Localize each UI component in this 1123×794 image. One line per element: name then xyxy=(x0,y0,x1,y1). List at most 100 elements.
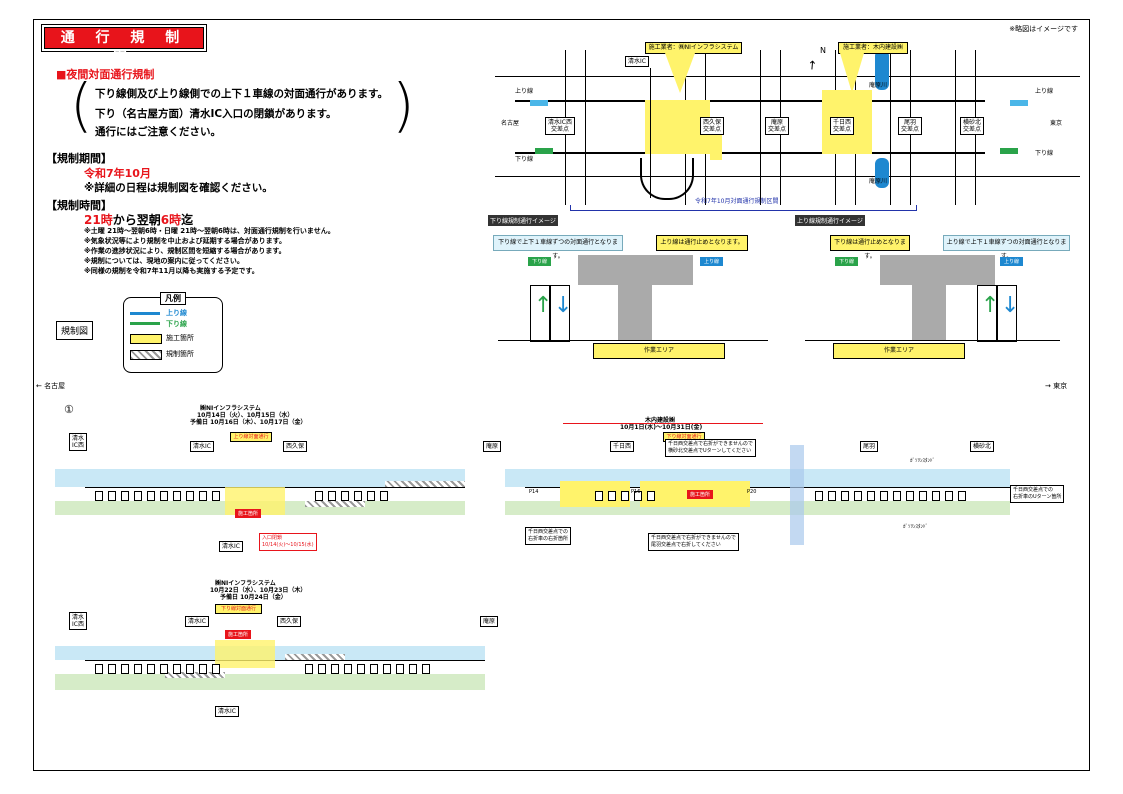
cross-section-left: 下り線規制通行イメージ 下り線で上下１車線ずつの対面通行となります。 上り線は通… xyxy=(488,215,778,365)
d1-work-label: 施工箇所 xyxy=(235,509,262,518)
d2-shimizu-ic-west: 清水 IC西 xyxy=(69,612,88,630)
legend-up-swatch xyxy=(130,312,160,315)
d1-p14: P14 xyxy=(529,489,539,495)
d1-shimizu-ic-west: 清水 IC西 xyxy=(69,433,88,451)
period-note: ※詳細の日程は規制図を確認ください。 xyxy=(84,182,273,194)
north-arrow-icon: ↗ xyxy=(803,56,821,74)
d2-pillars-b xyxy=(305,664,430,674)
d1-left-dates1: 10月14日（火）、10月15日（水） xyxy=(197,412,294,419)
cross-right-blue-arrow-icon: ↓ xyxy=(1001,293,1020,318)
period-heading: 【規制期間】 xyxy=(46,152,112,165)
info-line-3: 通行にはご注意ください。 xyxy=(95,126,221,138)
page-frame xyxy=(33,19,1090,771)
cross-section-right: 上り線規制通行イメージ 下り線は通行止めとなります。 上り線で上下１車線ずつの対… xyxy=(795,215,1085,365)
d2-title: ㈱NIインフラシステム xyxy=(215,580,276,587)
direction-right: → 東京 xyxy=(1045,382,1068,390)
legend-title: 凡例 xyxy=(160,292,186,305)
overview-ic-label: 清水IC xyxy=(625,56,649,67)
d1-left-title: ㈱NIインフラシステム xyxy=(200,405,261,412)
d1-gas-2: ｶﾞｿﾘﾝｽﾀﾝﾄﾞ xyxy=(903,524,929,530)
info-line-2: 下り（名古屋方面）清水IC入口の閉鎖があります。 xyxy=(95,108,337,120)
cross-left-blue-arrow-icon: ↓ xyxy=(554,293,573,318)
night-restriction-heading: ■夜間対面通行規制 xyxy=(56,68,155,81)
time-heading: 【規制時間】 xyxy=(46,199,112,212)
overview-map: 庵原川 庵原川 清水IC 施工業者：㈱NIインフラシステム 施工業者：木内建設㈱… xyxy=(495,40,1080,215)
cross-left-up-tag: 上り線 xyxy=(700,257,724,266)
intersection-label-2: 西久保 交差点 xyxy=(700,117,725,135)
d1-note-bottom: 千日西交差点で右折ができませんので 尾羽交差点で右折してください xyxy=(648,533,739,551)
d1-note-left: 千日西交差点での 右折車の右折箇所 xyxy=(525,527,572,545)
d2-dates2: 予備日 10月24日（金） xyxy=(220,594,287,601)
contractor-2-pointer xyxy=(840,53,864,93)
nagoya-direction-label: 名古屋 xyxy=(501,120,520,127)
d2-pillars-a xyxy=(95,664,220,674)
cross-right-title: 上り線規制通行イメージ xyxy=(795,215,865,226)
d2-dates1: 10月22日（水）、10月23日（木） xyxy=(210,587,307,594)
d1-sennichi: 千日西 xyxy=(610,441,635,452)
d2-shimizu-ic-top: 清水IC xyxy=(185,616,209,627)
down-line-left-label: 下り線 xyxy=(515,156,534,163)
cross-left-work-area: 作業エリア xyxy=(593,343,725,359)
legend: 凡例 上り線 下り線 施工箇所 規制箇所 xyxy=(123,292,223,373)
image-note: ※略図はイメージです xyxy=(1009,25,1078,33)
kiseizu-label: 規制図 xyxy=(56,321,94,340)
down-arrow-left-icon xyxy=(535,148,553,154)
legend-work-swatch xyxy=(130,334,162,344)
time-value: 21時から翌朝6時迄 xyxy=(84,213,194,227)
d1-right-pillars-a xyxy=(595,491,655,501)
down-line-right-label: 下り線 xyxy=(1035,150,1054,157)
d1-p16: P16 xyxy=(631,489,641,495)
page-title: 通 行 規 制 図 xyxy=(44,27,204,66)
cross-right-work-area: 作業エリア xyxy=(833,343,965,359)
d1-left-dates2: 予備日 10月16日（木）、10月17日（金） xyxy=(190,419,307,426)
d1-obane: 尾羽 xyxy=(860,441,879,452)
d1-gas-1: ｶﾞｿﾘﾝｽﾀﾝﾄﾞ xyxy=(910,458,936,464)
d1-left-pillars xyxy=(95,491,220,501)
d2-shimizu-ic-bottom: 清水IC xyxy=(215,706,239,717)
legend-up-label: 上り線 xyxy=(166,309,187,317)
d1-note-right1: 千日西交差点での 右折車のUターン箇所 xyxy=(1010,485,1065,503)
notes-list: ※土曜 21時～翌朝6時・日曜 21時～翌朝6時は、対面通行規制を行いません。 … xyxy=(84,227,335,275)
d1-mid-pillars xyxy=(315,491,388,501)
intersection-label-3: 庵原 交差点 xyxy=(765,117,790,135)
left-bracket: ( xyxy=(70,71,93,139)
d1-nishikubo: 西久保 xyxy=(283,441,308,452)
contractor-2-label: 施工業者：木内建設㈱ xyxy=(838,42,908,54)
intersection-label-6: 横砂北 交差点 xyxy=(960,117,985,135)
intersection-label-1: 清水IC西 交差点 xyxy=(545,117,575,135)
up-line-left-label: 上り線 xyxy=(515,88,534,95)
span-label: 令和7年10月対面通行規制区間 xyxy=(695,198,779,205)
cross-right-green-arrow-icon: ↑ xyxy=(981,293,1000,318)
tokyo-direction-label: 東京 xyxy=(1050,120,1063,127)
cross-right-cyan-note: 上り線で上下１車線ずつの対面通行となります。 xyxy=(943,235,1070,260)
up-arrow-right-icon xyxy=(1010,100,1028,106)
d1-right-dates: 10月1日(水)～10月31日(金) xyxy=(620,424,703,431)
down-arrow-right-icon xyxy=(1000,148,1018,154)
d2-nishikubo: 西久保 xyxy=(277,616,302,627)
cross-left-title: 下り線規制通行イメージ xyxy=(488,215,558,226)
legend-work-label: 施工箇所 xyxy=(166,334,194,342)
cross-right-up-tag: 上り線 xyxy=(1000,257,1024,266)
d1-ihara: 庵原 xyxy=(483,441,502,452)
diagram-number: ① xyxy=(64,403,74,416)
up-arrow-left-icon xyxy=(530,100,548,106)
up-line-right-label: 上り線 xyxy=(1035,88,1054,95)
d2-down-face-label: 下り線対面通行 xyxy=(215,604,262,614)
legend-restrict-swatch xyxy=(130,350,162,360)
river-label-2: 庵原川 xyxy=(869,178,888,185)
d1-right-work-label: 施工箇所 xyxy=(687,490,714,499)
legend-restrict-label: 規制箇所 xyxy=(166,350,194,358)
info-line-1: 下り線側及び上り線側での上下１車線の対面通行があります。 xyxy=(95,88,388,100)
contractor-1-pointer xyxy=(665,53,695,93)
d1-entrance-close: 入口閉鎖 10/14(火)～10/15(水) xyxy=(259,533,317,551)
d1-note-uturn: 千日西交差点で右折ができませんので 横砂北交差点でUターンしてください xyxy=(665,439,756,457)
intersection-label-5: 尾羽 交差点 xyxy=(898,117,923,135)
d1-p20: P20 xyxy=(747,489,757,495)
diagram-1: ㈱NIインフラシステム 10月14日（火）、10月15日（水） 予備日 10月1… xyxy=(55,405,1075,575)
d2-ihara: 庵原 xyxy=(480,616,499,627)
d1-up-face-label: 上り線対面通行 xyxy=(230,432,272,442)
d2-work-label: 施工箇所 xyxy=(225,630,252,639)
right-bracket: ) xyxy=(392,71,415,139)
cross-left-cyan-note: 下り線で上下１車線ずつの対面通行となります。 xyxy=(493,235,623,260)
d1-shimizu-ic-bottom: 清水IC xyxy=(219,541,243,552)
